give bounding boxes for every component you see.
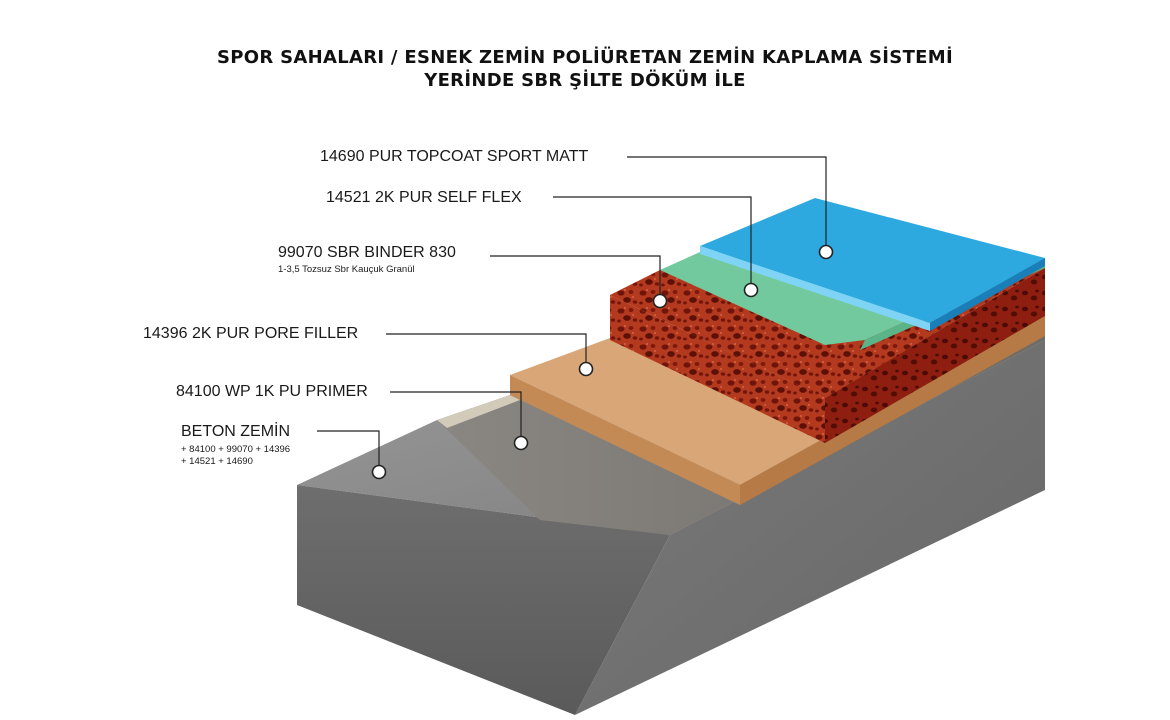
primer-edge [437, 395, 520, 428]
pore-filler-right [740, 316, 1045, 505]
topcoat-right [930, 258, 1045, 331]
page-subtitle: YERİNDE SBR ŞİLTE DÖKÜM İLE [424, 70, 746, 91]
page-title: SPOR SAHALARI / ESNEK ZEMİN POLİÜRETAN Z… [217, 47, 953, 68]
leader-primer [390, 391, 522, 443]
leader-concrete [317, 430, 380, 472]
label-topcoat: 14690 PUR TOPCOAT SPORT MATT [320, 148, 589, 165]
label-pore-filler: 14396 2K PUR PORE FILLER [143, 325, 359, 342]
leader-pore-filler [386, 333, 587, 369]
topcoat-edge [700, 246, 930, 331]
marker-concrete [371, 464, 387, 480]
marker-topcoat [818, 244, 834, 260]
marker-self-flex [743, 282, 759, 298]
label-primer: 84100 WP 1K PU PRIMER [176, 383, 368, 400]
leader-topcoat [627, 156, 827, 252]
leader-self-flex [553, 196, 752, 290]
sbr-front [610, 295, 825, 443]
pore-filler-front [510, 375, 740, 505]
sbr-right [825, 268, 1045, 443]
label-sbr-binder: 99070 SBR BINDER 830 [278, 244, 456, 261]
marker-primer [513, 435, 529, 451]
marker-pore-filler [578, 361, 594, 377]
leader-lines [317, 156, 827, 472]
concrete-front [297, 485, 670, 715]
sublabel-sbr-binder: 1-3,5 Tozsuz Sbr Kauçuk Granül [278, 264, 415, 275]
label-concrete: BETON ZEMİN [181, 423, 291, 440]
marker-sbr [652, 293, 668, 309]
concrete-right [575, 340, 1045, 715]
topcoat-top [700, 198, 1045, 323]
sublabel-concrete-1: + 84100 + 99070 + 14396 [181, 444, 291, 455]
leader-sbr [490, 255, 661, 301]
sublabel-concrete-2: + 14521 + 14690 [181, 456, 253, 467]
label-self-flex: 14521 2K PUR SELF FLEX [326, 189, 522, 206]
